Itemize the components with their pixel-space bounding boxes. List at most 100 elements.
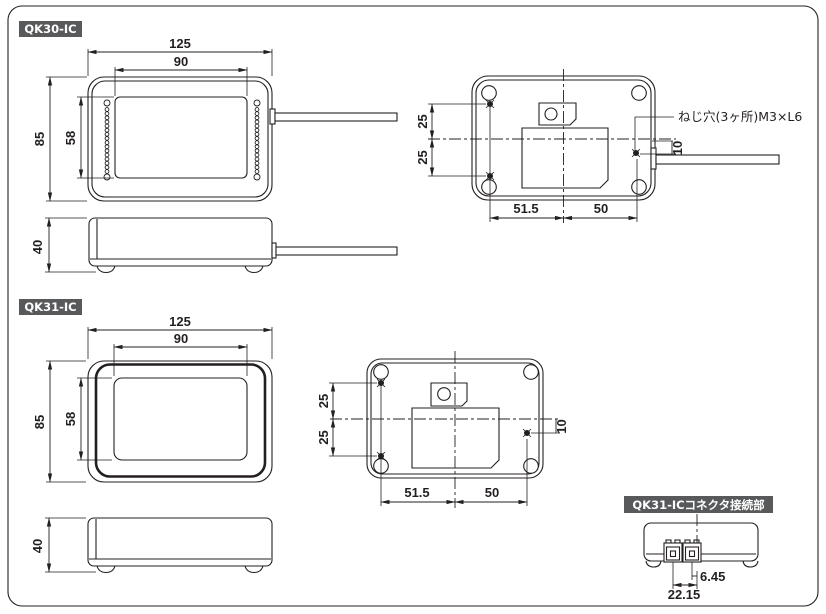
qk31-front-bezel bbox=[94, 363, 267, 478]
qk31-label-text: QK31-IC bbox=[24, 300, 76, 314]
qk30-rear-label-plate bbox=[521, 127, 609, 189]
qk31-dim-screw-spans: 51.5 50 bbox=[380, 386, 528, 506]
qk30-dim-inner-width: 90 bbox=[114, 54, 248, 96]
qk30-dim-outer-height: 85 bbox=[32, 76, 87, 202]
connector-port-left bbox=[663, 539, 683, 563]
qk30-side-cable bbox=[271, 242, 398, 259]
qk31-side-view: 40 bbox=[30, 517, 273, 574]
qk31-section-label: QK31-IC bbox=[19, 299, 82, 315]
svg-text:50: 50 bbox=[485, 485, 499, 500]
connector-dim-645: 6.45 bbox=[700, 569, 725, 584]
qk31-dim-inner-width: 90 bbox=[113, 331, 248, 376]
qk31-section: QK31-IC 125 90 85 bbox=[19, 299, 569, 574]
qk30-dim-depth: 40 bbox=[30, 217, 96, 273]
svg-text:40: 40 bbox=[30, 240, 45, 254]
qk30-front-window bbox=[114, 96, 248, 179]
qk31-screw-holes bbox=[376, 378, 532, 461]
qk31-dim-inner-height: 58 bbox=[63, 377, 112, 461]
connector-body-foot-right bbox=[742, 560, 759, 568]
qk30-rear-view: 25 25 51.5 50 10 ねじ穴(3ヶ所) bbox=[415, 69, 802, 223]
connector-port-right bbox=[682, 539, 702, 563]
qk31-dim-screw-offsets: 25 25 bbox=[316, 382, 377, 457]
qk30-front-outline bbox=[87, 76, 273, 202]
speaker-holes-left bbox=[103, 99, 111, 181]
qk30-label-box bbox=[19, 21, 82, 37]
qk31-dim-outer-height: 85 bbox=[32, 360, 86, 483]
qk31-rear-foot bbox=[523, 458, 539, 474]
qk30-rear-cable bbox=[650, 147, 780, 170]
svg-text:85: 85 bbox=[32, 415, 47, 429]
qk30-front-cable bbox=[269, 108, 398, 125]
qk31-dim-depth: 40 bbox=[30, 517, 96, 573]
qk30-section: QK30-IC 125 bbox=[19, 21, 802, 274]
qk30-dim-outer-width: 125 bbox=[87, 36, 273, 76]
qk31-rear-small-plate bbox=[430, 382, 468, 407]
svg-text:25: 25 bbox=[316, 394, 331, 408]
qk31-side-foot-right bbox=[244, 565, 264, 574]
qk31-front-window bbox=[113, 377, 248, 461]
connector-body-foot-left bbox=[645, 560, 662, 568]
annotation-leader-line bbox=[634, 116, 674, 150]
qk30-dim-screw-offsets: 25 25 bbox=[415, 103, 486, 177]
svg-text:40: 40 bbox=[30, 539, 45, 553]
qk31-dim-screw-offset-right: 10 bbox=[531, 419, 569, 434]
qk31-rear-foot bbox=[373, 364, 389, 380]
qk31-rear-view: 25 25 51.5 50 10 bbox=[316, 351, 569, 508]
screw-note-text: ねじ穴(3ヶ所)M3×L6 bbox=[678, 109, 802, 124]
qk31-rear-label-plate bbox=[411, 407, 500, 469]
qk30-screw-holes bbox=[485, 99, 641, 181]
qk30-dim-screw-spans: 51.5 50 bbox=[489, 107, 638, 222]
svg-text:125: 125 bbox=[169, 36, 191, 51]
qk31-front-outline bbox=[87, 360, 273, 483]
svg-text:25: 25 bbox=[316, 430, 331, 444]
qk30-front-view: 125 90 85 58 bbox=[32, 36, 398, 202]
connector-label-box bbox=[624, 496, 773, 513]
qk30-rear-foot bbox=[481, 179, 497, 195]
connector-dim-2215: 22.15 bbox=[668, 587, 701, 602]
qk30-side-outline bbox=[88, 217, 273, 267]
qk30-dim-cable-offset: 10 bbox=[640, 140, 685, 155]
qk30-side-foot-right bbox=[244, 265, 264, 274]
speaker-holes-right bbox=[253, 99, 261, 181]
page-border bbox=[7, 5, 819, 607]
qk31-rear-hole-circle bbox=[437, 387, 451, 401]
qk30-rear-foot bbox=[631, 85, 647, 101]
qk30-side-view: 40 bbox=[30, 217, 398, 274]
qk30-rear-hole-circle bbox=[544, 107, 558, 121]
qk30-dim-inner-height: 58 bbox=[63, 96, 114, 179]
qk31-dim-outer-width: 125 bbox=[87, 314, 273, 359]
qk31-rear-foot bbox=[523, 364, 539, 380]
qk30-screw-note: ねじ穴(3ヶ所)M3×L6 bbox=[634, 109, 802, 150]
svg-text:25: 25 bbox=[415, 114, 430, 128]
qk30-label-text: QK30-IC bbox=[24, 22, 76, 36]
svg-text:25: 25 bbox=[415, 150, 430, 164]
qk31-rear-outline bbox=[366, 358, 544, 479]
qk30-side-foot-left bbox=[96, 265, 116, 274]
connector-label-text: QK31-ICコネクタ接続部 bbox=[632, 498, 765, 512]
connector-bottom-view: 6.45 22.15 bbox=[643, 514, 759, 602]
svg-text:10: 10 bbox=[554, 419, 569, 433]
svg-text:90: 90 bbox=[174, 54, 188, 69]
svg-text:51.5: 51.5 bbox=[513, 201, 538, 216]
qk30-rear-outline bbox=[471, 75, 656, 201]
svg-text:58: 58 bbox=[63, 131, 78, 145]
svg-text:50: 50 bbox=[594, 201, 608, 216]
qk31-side-outline bbox=[87, 517, 273, 567]
qk30-rear-foot bbox=[631, 179, 647, 195]
svg-text:10: 10 bbox=[670, 141, 685, 155]
connector-section-label: QK31-ICコネクタ接続部 bbox=[624, 496, 773, 513]
svg-text:125: 125 bbox=[169, 314, 191, 329]
svg-text:85: 85 bbox=[32, 132, 47, 146]
svg-text:51.5: 51.5 bbox=[404, 485, 429, 500]
qk31-label-box bbox=[19, 299, 82, 315]
qk30-section-label: QK30-IC bbox=[19, 21, 82, 37]
connector-section: QK31-ICコネクタ接続部 bbox=[624, 496, 773, 602]
svg-text:90: 90 bbox=[174, 331, 188, 346]
qk31-front-view: 125 90 85 58 bbox=[32, 314, 273, 483]
connector-dim-outer-offset: 22.15 bbox=[668, 582, 701, 602]
qk30-rear-foot bbox=[481, 85, 497, 101]
svg-text:58: 58 bbox=[63, 412, 78, 426]
qk30-rear-small-plate bbox=[538, 102, 577, 126]
